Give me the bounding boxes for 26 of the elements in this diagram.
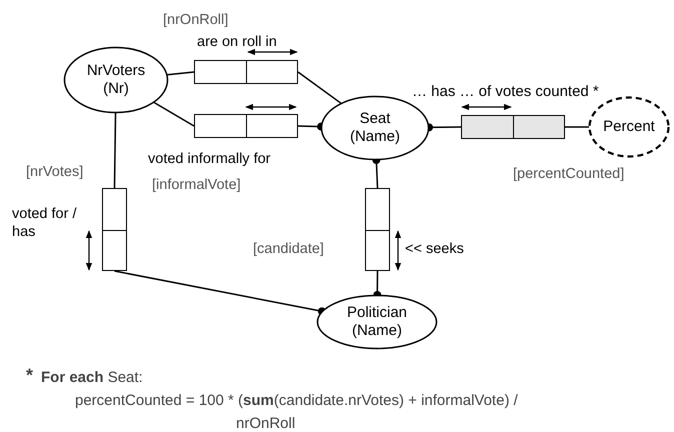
footnote-mark: * xyxy=(26,364,34,387)
fact-type-box xyxy=(194,60,298,84)
connector-line xyxy=(154,102,194,127)
role-name: [candidate] xyxy=(253,240,324,258)
fact-type-box xyxy=(365,188,390,271)
formula-text: percentCounted = 100 * (sum(candidate.nrVotes) + informalVote) / nrOnRoll xyxy=(75,391,519,432)
connector-line xyxy=(114,112,116,188)
connector-line xyxy=(298,71,342,104)
fact-type-box xyxy=(194,114,298,138)
entity-ellipse: NrVoters (Nr) xyxy=(63,46,169,114)
connector-line xyxy=(167,71,194,76)
reading-text: are on roll in xyxy=(197,33,277,51)
fact-type-box xyxy=(461,115,565,139)
role-name: [nrVotes] xyxy=(26,163,84,181)
role-name: [nrOnRoll] xyxy=(163,11,228,29)
entity-ellipse: Politician (Name) xyxy=(316,294,438,350)
connector-line xyxy=(114,270,326,316)
fact-type-box xyxy=(102,188,127,271)
reading-text: voted for / has xyxy=(12,205,78,241)
derived-entity-ellipse: Percent xyxy=(588,96,670,158)
role-name: [informalVote] xyxy=(152,176,241,194)
footnote-text: For each Seat: xyxy=(41,368,143,388)
reading-text: << seeks xyxy=(405,240,464,258)
reading-text: voted informally for xyxy=(148,150,270,168)
role-name: [percentCounted] xyxy=(513,165,624,183)
connector-line xyxy=(565,126,589,128)
